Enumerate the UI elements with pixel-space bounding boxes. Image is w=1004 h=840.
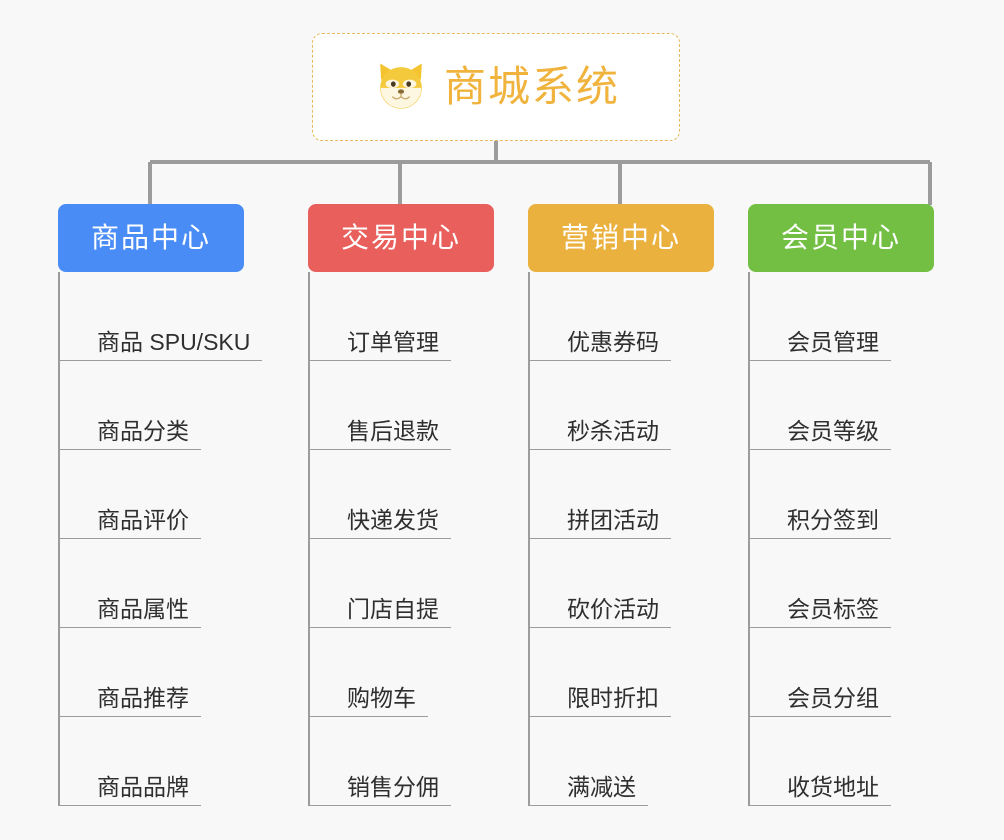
category-box-3[interactable]: 会员中心	[748, 204, 934, 272]
leaf-underline	[310, 716, 428, 717]
leaf-label: 会员等级	[787, 418, 879, 444]
leaf-item[interactable]: 商品 SPU/SKU	[60, 272, 262, 361]
leaf-underline	[530, 360, 671, 361]
leaf-item[interactable]: 商品品牌	[60, 717, 244, 806]
leaf-item[interactable]: 购物车	[310, 628, 494, 717]
leaf-item[interactable]: 拼团活动	[530, 450, 714, 539]
leaf-item[interactable]: 满减送	[530, 717, 714, 806]
leaf-underline	[530, 538, 671, 539]
leaf-underline	[310, 627, 451, 628]
leaf-item[interactable]: 会员标签	[750, 539, 934, 628]
leaf-underline	[750, 716, 891, 717]
leaf-item[interactable]: 会员管理	[750, 272, 934, 361]
leaf-underline	[310, 805, 451, 806]
leaf-label: 商品推荐	[97, 685, 189, 711]
leaf-underline	[750, 805, 891, 806]
branch-column-3: 会员中心 会员管理 会员等级 积分签到 会员标签 会员分组	[748, 204, 934, 806]
branch-column-0: 商品中心 商品 SPU/SKU 商品分类 商品评价 商品属性 商品推荐	[58, 204, 262, 806]
leaf-underline	[750, 449, 891, 450]
leaf-underline	[60, 538, 201, 539]
root-title: 商城系统	[443, 63, 620, 110]
category-box-2[interactable]: 营销中心	[528, 204, 714, 272]
leaf-label: 快递发货	[347, 507, 439, 533]
leaf-underline	[750, 538, 891, 539]
leaf-item[interactable]: 售后退款	[310, 361, 494, 450]
leaf-label: 商品品牌	[97, 774, 189, 800]
leaf-underline	[60, 449, 201, 450]
category-label-3: 会员中心	[780, 222, 901, 253]
leaf-underline	[530, 805, 648, 806]
leaf-label: 收货地址	[787, 774, 879, 800]
leaf-item[interactable]: 秒杀活动	[530, 361, 714, 450]
leaf-item[interactable]: 会员等级	[750, 361, 934, 450]
leaf-underline	[750, 627, 891, 628]
leaf-underline	[60, 360, 262, 361]
leaf-label: 拼团活动	[567, 507, 659, 533]
leaf-label: 订单管理	[347, 329, 439, 355]
leaf-item[interactable]: 限时折扣	[530, 628, 714, 717]
category-label-0: 商品中心	[90, 222, 211, 253]
leaf-item[interactable]: 砍价活动	[530, 539, 714, 628]
leaf-label: 会员分组	[787, 685, 879, 711]
leaf-underline	[60, 627, 201, 628]
leaf-label: 秒杀活动	[567, 418, 659, 444]
root-node[interactable]: 商城系统	[312, 33, 680, 141]
leaf-item[interactable]: 商品推荐	[60, 628, 244, 717]
leaf-list-1: 订单管理 售后退款 快递发货 门店自提 购物车 销售分佣	[308, 272, 494, 806]
leaf-underline	[750, 360, 891, 361]
leaf-item[interactable]: 订单管理	[310, 272, 494, 361]
leaf-label: 砍价活动	[567, 596, 659, 622]
leaf-label: 购物车	[347, 685, 416, 711]
leaf-item[interactable]: 商品评价	[60, 450, 244, 539]
leaf-item[interactable]: 商品分类	[60, 361, 244, 450]
leaf-label: 限时折扣	[567, 685, 659, 711]
leaf-list-2: 优惠券码 秒杀活动 拼团活动 砍价活动 限时折扣 满减送	[528, 272, 714, 806]
leaf-item[interactable]: 商品属性	[60, 539, 244, 628]
leaf-item[interactable]: 快递发货	[310, 450, 494, 539]
leaf-label: 商品 SPU/SKU	[97, 329, 251, 355]
leaf-underline	[310, 360, 451, 361]
branch-column-2: 营销中心 优惠券码 秒杀活动 拼团活动 砍价活动 限时折扣	[528, 204, 714, 806]
leaf-underline	[530, 449, 671, 450]
leaf-underline	[530, 716, 671, 717]
leaf-list-0: 商品 SPU/SKU 商品分类 商品评价 商品属性 商品推荐 商品品牌	[58, 272, 262, 806]
leaf-list-3: 会员管理 会员等级 积分签到 会员标签 会员分组 收货地址	[748, 272, 934, 806]
leaf-underline	[310, 538, 451, 539]
category-box-1[interactable]: 交易中心	[308, 204, 494, 272]
category-label-2: 营销中心	[560, 222, 681, 253]
leaf-underline	[530, 627, 671, 628]
category-label-1: 交易中心	[340, 222, 461, 253]
category-box-0[interactable]: 商品中心	[58, 204, 244, 272]
leaf-item[interactable]: 门店自提	[310, 539, 494, 628]
branch-column-1: 交易中心 订单管理 售后退款 快递发货 门店自提 购物车	[308, 204, 494, 806]
leaf-underline	[60, 805, 201, 806]
leaf-item[interactable]: 收货地址	[750, 717, 934, 806]
leaf-label: 销售分佣	[347, 774, 439, 800]
leaf-label: 商品属性	[97, 596, 189, 622]
leaf-label: 商品评价	[97, 507, 189, 533]
leaf-underline	[310, 449, 451, 450]
leaf-item[interactable]: 会员分组	[750, 628, 934, 717]
leaf-item[interactable]: 优惠券码	[530, 272, 714, 361]
leaf-label: 会员标签	[787, 596, 879, 622]
leaf-label: 会员管理	[787, 329, 879, 355]
leaf-label: 商品分类	[97, 418, 189, 444]
shiba-dog-face-icon	[380, 63, 422, 109]
leaf-item[interactable]: 销售分佣	[310, 717, 494, 806]
leaf-label: 售后退款	[347, 418, 439, 444]
leaf-underline	[60, 716, 201, 717]
leaf-label: 门店自提	[347, 596, 439, 622]
leaf-label: 积分签到	[787, 507, 879, 533]
leaf-item[interactable]: 积分签到	[750, 450, 934, 539]
leaf-label: 满减送	[567, 774, 636, 800]
leaf-label: 优惠券码	[567, 329, 659, 355]
